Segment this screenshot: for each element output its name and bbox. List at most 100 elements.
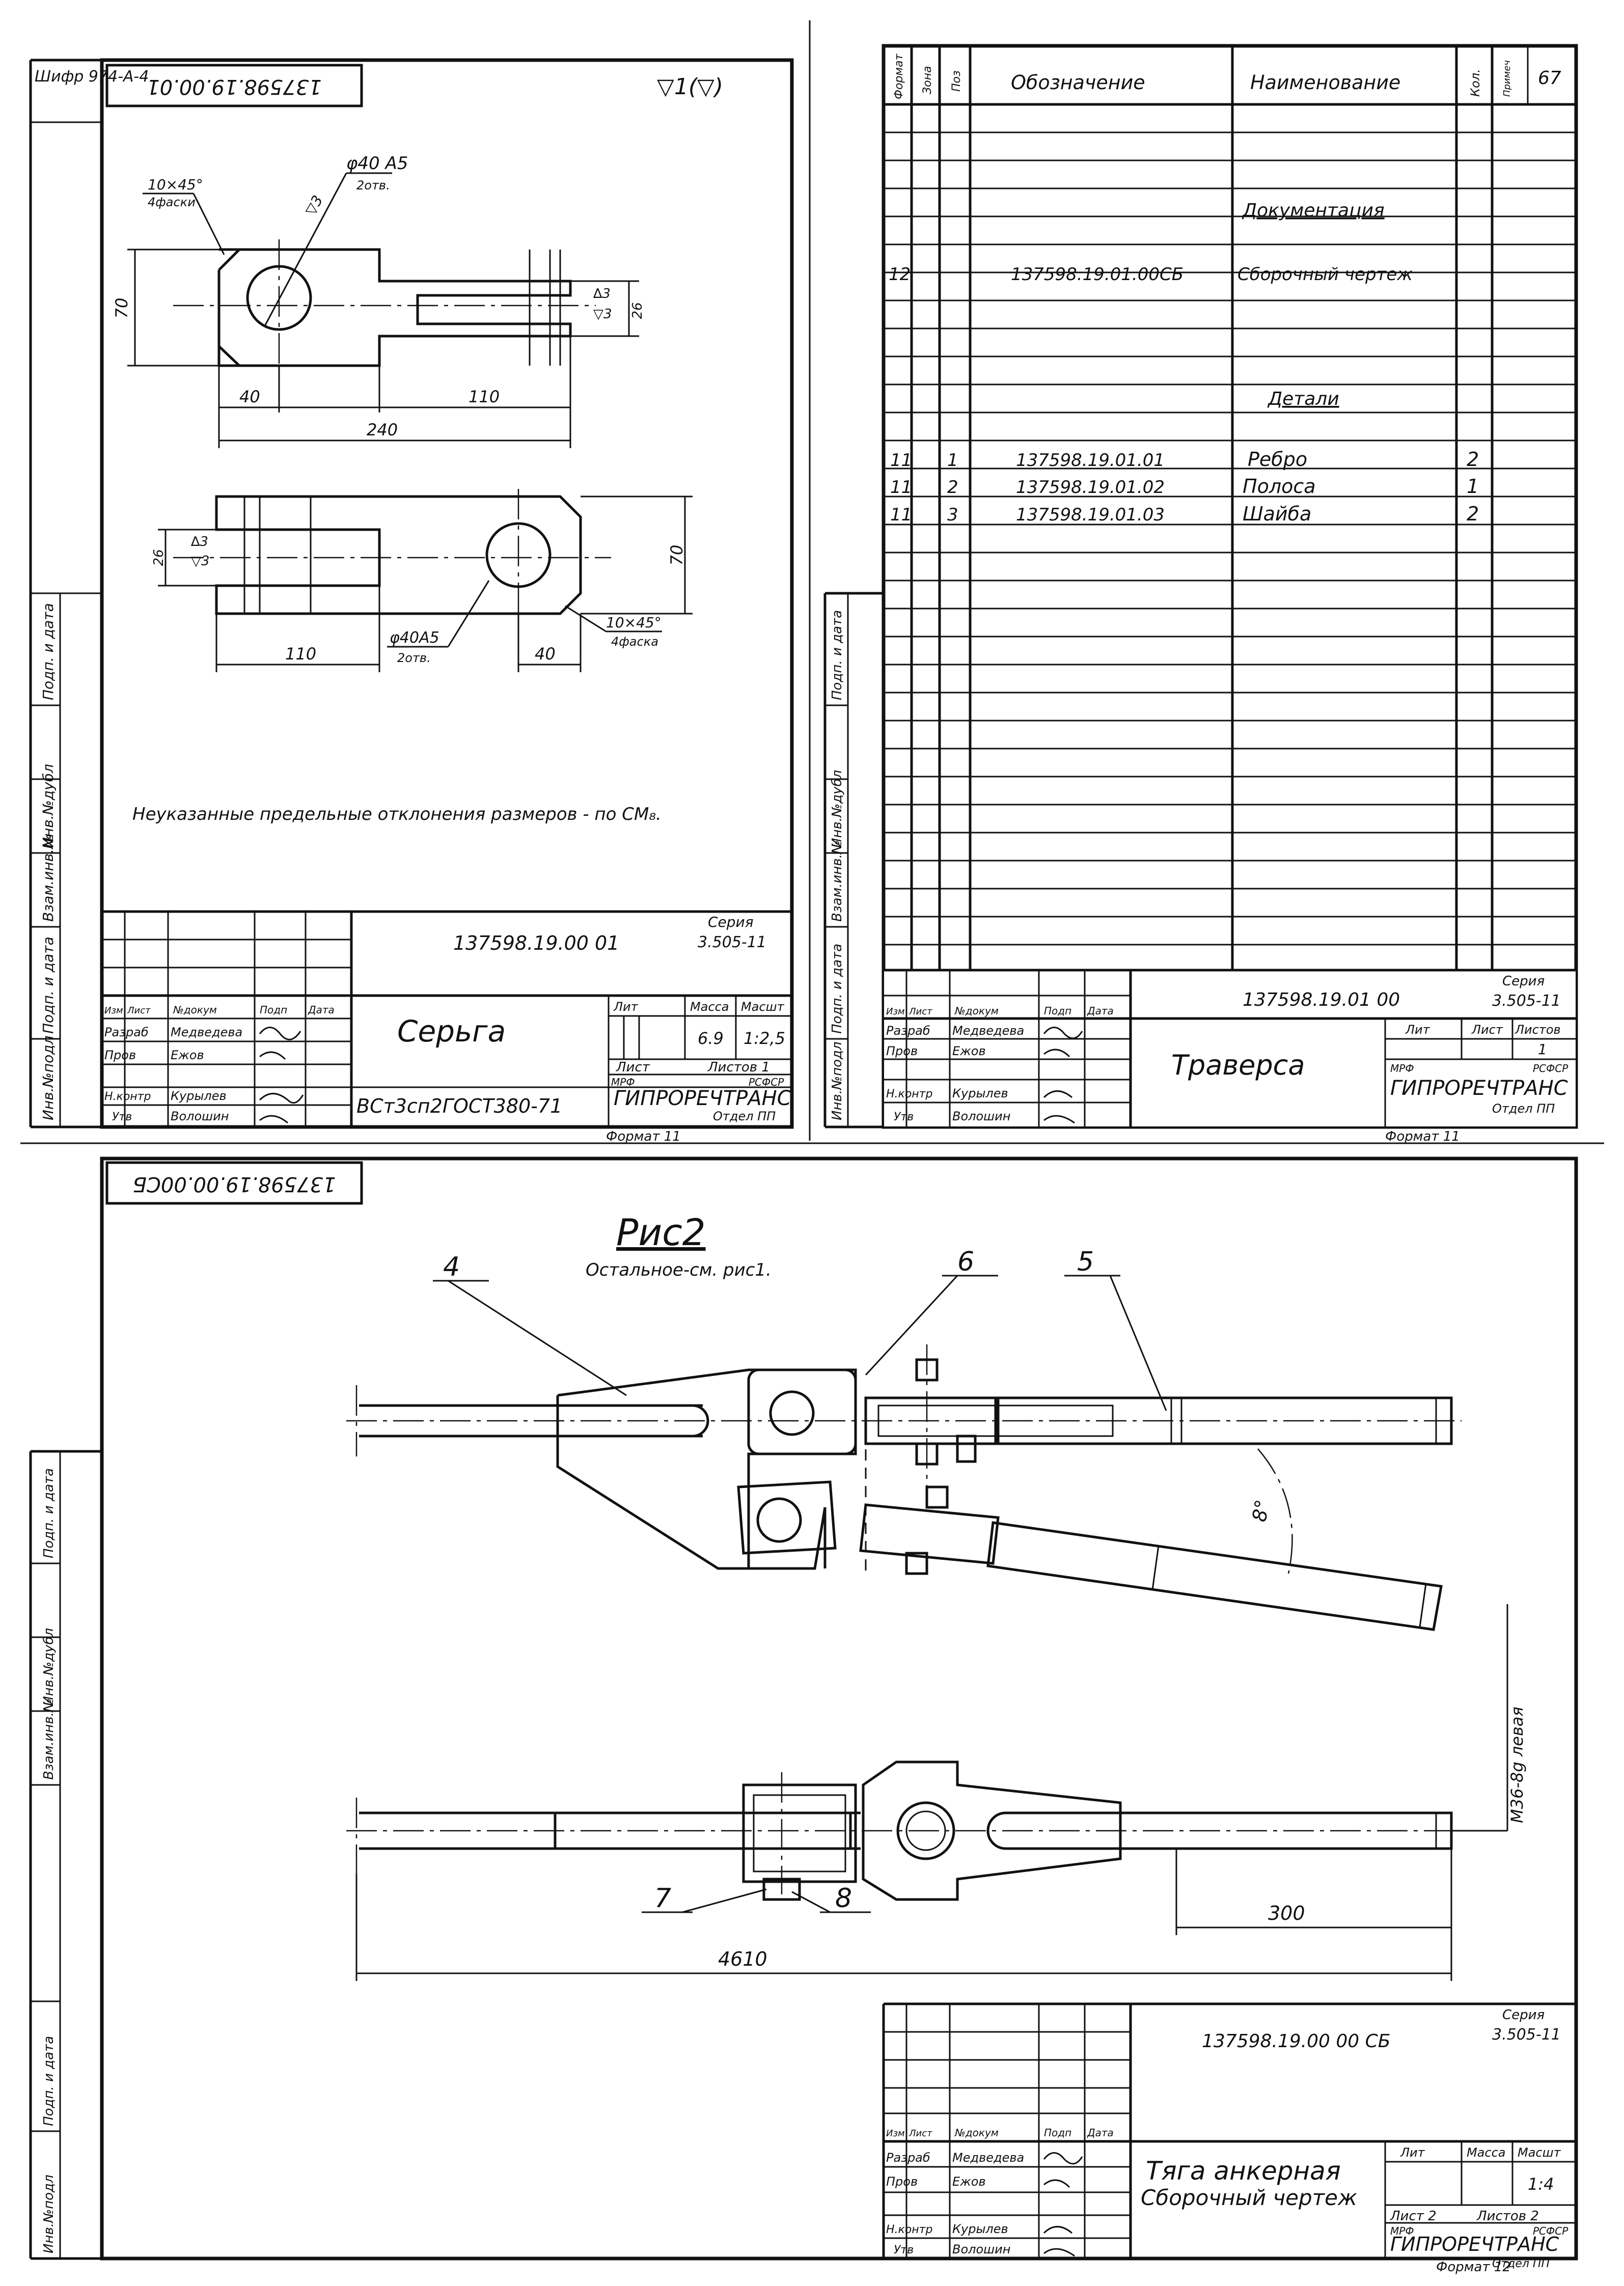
frame-bottom	[100, 1156, 1578, 2261]
tb-role-1-b: Разраб	[886, 2151, 930, 2165]
side-label-b5: Подп. и дата	[41, 1468, 57, 1558]
clevis-side	[742, 1783, 857, 1883]
side-label-r1: Инв.№подл	[830, 1041, 845, 1120]
tb-col-date-b: Дата	[1087, 2127, 1114, 2139]
dim-70-a: 70	[112, 298, 131, 319]
scale-tl: 1:2,5	[744, 1029, 785, 1048]
org1-tr: МРФ	[1390, 1062, 1414, 1075]
sheets-bottom: Листов 2	[1476, 2209, 1539, 2224]
part-outline-b	[215, 495, 582, 615]
rod-rotated	[986, 1521, 1443, 1631]
spec-row-4-pos: 3	[947, 505, 958, 525]
col-lit-tr: Лит	[1405, 1023, 1430, 1037]
tb-col-list-tr: Лист	[909, 1006, 932, 1017]
frame-top-right	[882, 44, 1578, 1129]
doc-no-bottom: 137598.19.00 00 СБ	[1202, 2031, 1390, 2052]
dept-tl: Отдел ПП	[713, 1109, 776, 1123]
signatures-bottom	[1043, 2152, 1083, 2257]
tb-col-izm-tr: Изм	[886, 1006, 905, 1017]
tb-col-izm-tl: Изм	[104, 1005, 123, 1016]
part-name-bottom: Тяга анкерная	[1146, 2156, 1341, 2186]
spec-row-docs: Документация	[1242, 200, 1385, 221]
tb-role-4-b: Утв	[894, 2244, 914, 2256]
rotated-code: 137598.19.00.01	[147, 75, 322, 98]
col-lit-tl: Лит	[613, 1000, 639, 1014]
dim-40-b: 40	[535, 644, 556, 664]
hdr-code: Обозначение	[1011, 71, 1145, 94]
page-number: 67	[1538, 68, 1561, 89]
angle-label: 8°	[1248, 1498, 1274, 1523]
figure-title: Рис2	[616, 1211, 706, 1254]
hdr-format: Формат	[893, 53, 905, 99]
spec-row-2-qty: 2	[1467, 448, 1479, 471]
rotated-code-bottom: 137598.19.00.00СБ	[133, 1172, 336, 1196]
dim-chamfer-b: 10×45°	[606, 614, 662, 631]
spec-table: Формат Зона Поз Обозначение Наименование…	[884, 46, 1576, 970]
org-tr: ГИПРОРЕЧТРАНС	[1390, 1077, 1568, 1100]
spec-row-1-fmt: 12	[889, 264, 911, 285]
spec-row-3-code: 137598.19.01.02	[1016, 477, 1165, 498]
doc-no-tr: 137598.19.01 00	[1243, 989, 1400, 1010]
callout-5: 5	[1077, 1247, 1094, 1277]
tb-col-date-tl: Дата	[308, 1004, 335, 1016]
title-block-top-right: 137598.19.01 00 Серия 3.505-11 Траверса …	[884, 969, 1576, 1144]
dim-300: 300	[1268, 1902, 1305, 1924]
org-tl: ГИПРОРЕЧТРАНС	[614, 1087, 791, 1110]
material-tl: ВСт3сп2ГОСТ380-71	[356, 1095, 562, 1117]
spec-row-4-code: 137598.19.01.03	[1016, 505, 1165, 525]
spec-row-2-fmt: 11	[890, 450, 912, 471]
series-tr: 3.505-11	[1492, 992, 1561, 1010]
spec-row-4-name: Шайба	[1243, 503, 1311, 525]
assembly-top-view: 8°	[346, 1344, 1462, 1631]
col-mass-bottom: Масса	[1467, 2145, 1506, 2160]
spec-row-3-fmt: 11	[890, 477, 912, 498]
spec-row-2-pos: 1	[947, 450, 958, 471]
clevis-rotated	[859, 1503, 1000, 1565]
traverse-side	[862, 1760, 1122, 1901]
side-strip-top: Инв.№подл Подп. и дата Взам.инв.№ Инв.№д…	[31, 592, 102, 1127]
tb-role-3-b: Н.контр	[886, 2223, 932, 2236]
col-sheet-tr: Лист	[1471, 1023, 1503, 1037]
dim-chamfer-note: 4фаски	[148, 195, 196, 209]
dim-110-b: 110	[285, 644, 316, 664]
dim-hole: φ40 A5	[346, 153, 408, 174]
side-label-1: Инв.№подл	[40, 1035, 57, 1120]
tb-role-1-tl: Разраб	[104, 1025, 149, 1039]
traverse-top-plate	[747, 1368, 857, 1455]
col-scale-tl: Масшт	[741, 1000, 785, 1014]
tb-col-sign-tr: Подп	[1044, 1005, 1071, 1017]
dim-70-b: 70	[667, 545, 686, 566]
sheet-tl: Лист	[616, 1060, 650, 1075]
callout-4: 4	[443, 1252, 460, 1282]
rotated-code-box-bottom	[105, 1161, 363, 1205]
tb-person-2-b: Ежов	[952, 2174, 986, 2189]
dim-chamfer: 10×45°	[148, 176, 203, 193]
figure-subtitle: Остальное-см. рис1.	[586, 1260, 772, 1280]
side-label-3: Взам.инв.№	[40, 834, 57, 922]
doc-no-tl: 137598.19.00 01	[453, 932, 619, 954]
dim-hole-b-note: 2отв.	[397, 651, 431, 665]
spec-row-1-name: Сборочный чертеж	[1237, 264, 1413, 285]
spec-row-3-qty: 1	[1467, 475, 1479, 498]
dept-tr: Отдел ПП	[1492, 1101, 1555, 1116]
side-label-2: Подп. и дата	[40, 937, 57, 1034]
side-label-b1: Инв.№подл	[41, 2174, 57, 2253]
series-label-tr: Серия	[1502, 974, 1545, 989]
tb-col-sign-tl: Подп	[260, 1004, 287, 1016]
callout-8: 8	[835, 1883, 852, 1914]
spec-row-details: Детали	[1267, 389, 1339, 409]
side-label-4: Инв.№дубл	[40, 764, 57, 848]
tb-person-2-tr: Ежов	[952, 1044, 986, 1058]
tolerance-note: Неуказанные предельные отклонения размер…	[132, 804, 662, 824]
dim-40-a: 40	[239, 387, 260, 406]
roughness-symbol: ▽1(▽)	[657, 74, 723, 100]
tb-person-4-tl: Волошин	[171, 1109, 229, 1123]
spec-row-3-pos: 2	[947, 477, 958, 498]
org2-tl: РСФСР	[749, 1076, 784, 1088]
rod-5-side	[986, 1811, 1453, 1850]
sheets-tl: Листов 1	[707, 1060, 770, 1075]
side-label-b4: Инв.№дубл	[41, 1628, 57, 1706]
signatures-tl	[259, 1027, 304, 1124]
dim-110-a: 110	[469, 387, 500, 406]
